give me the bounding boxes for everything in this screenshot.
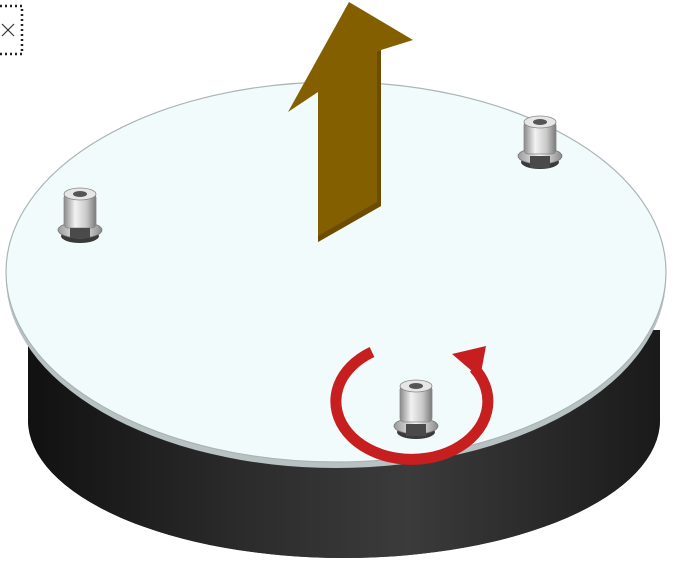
- screw-right: [518, 116, 562, 169]
- dotted-close-icon: [0, 6, 22, 54]
- screw-left: [58, 188, 102, 243]
- screw-center: [394, 380, 438, 439]
